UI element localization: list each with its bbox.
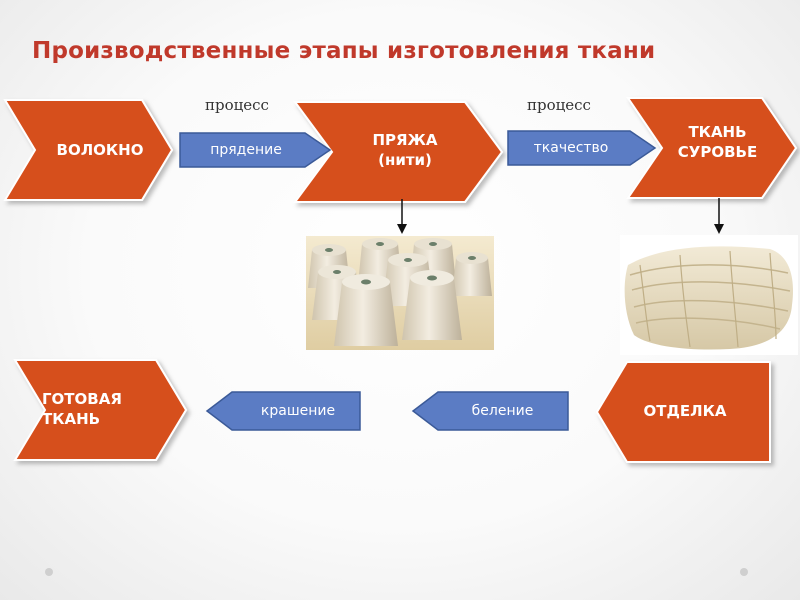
stage-finished-line2: ТКАНЬ — [42, 410, 101, 428]
process-caption-2: процесс — [527, 96, 591, 114]
stage-yarn-label: ПРЯЖА (нити) — [340, 130, 470, 170]
process-spinning-label: прядение — [210, 142, 282, 158]
process-bleaching-label: беление — [471, 403, 534, 419]
stage-yarn-line2: (нити) — [378, 151, 432, 169]
chevron-fiber — [3, 99, 174, 201]
corner-dot-left — [45, 568, 53, 576]
stage-fiber-label: ВОЛОКНО — [56, 141, 144, 159]
arrow-dyeing — [205, 391, 361, 431]
chevron-finished — [13, 359, 188, 461]
chevron-yarn — [293, 101, 504, 203]
process-caption-1: процесс — [205, 96, 269, 114]
stage-greige-label: ТКАНЬ СУРОВЬЕ — [660, 122, 775, 162]
arrow-spinning — [179, 132, 332, 168]
stage-greige-line1: ТКАНЬ — [688, 123, 747, 141]
corner-dot-right — [740, 568, 748, 576]
yarn-cones-image — [306, 236, 494, 350]
arrow-weaving — [507, 130, 657, 166]
stage-greige-line2: СУРОВЬЕ — [677, 143, 758, 161]
chevron-finishing — [595, 361, 771, 463]
process-weaving-label: ткачество — [533, 140, 609, 156]
fabric-roll-image — [620, 235, 798, 355]
yarn-cones-drawing — [306, 236, 494, 350]
down-arrow-yarn — [397, 199, 407, 234]
stage-finished-line1: ГОТОВАЯ — [42, 390, 122, 408]
stage-finishing-label: ОТДЕЛКА — [643, 402, 727, 420]
fabric-roll-drawing — [620, 235, 798, 355]
stage-finished-label: ГОТОВАЯ ТКАНЬ — [42, 389, 162, 429]
arrow-bleaching — [411, 391, 569, 431]
down-arrow-greige — [714, 198, 724, 234]
page-title: Производственные этапы изготовления ткан… — [32, 38, 656, 64]
chevron-greige — [626, 97, 798, 199]
process-dyeing-label: крашение — [260, 403, 336, 419]
stage-yarn-line1: ПРЯЖА — [372, 131, 438, 149]
